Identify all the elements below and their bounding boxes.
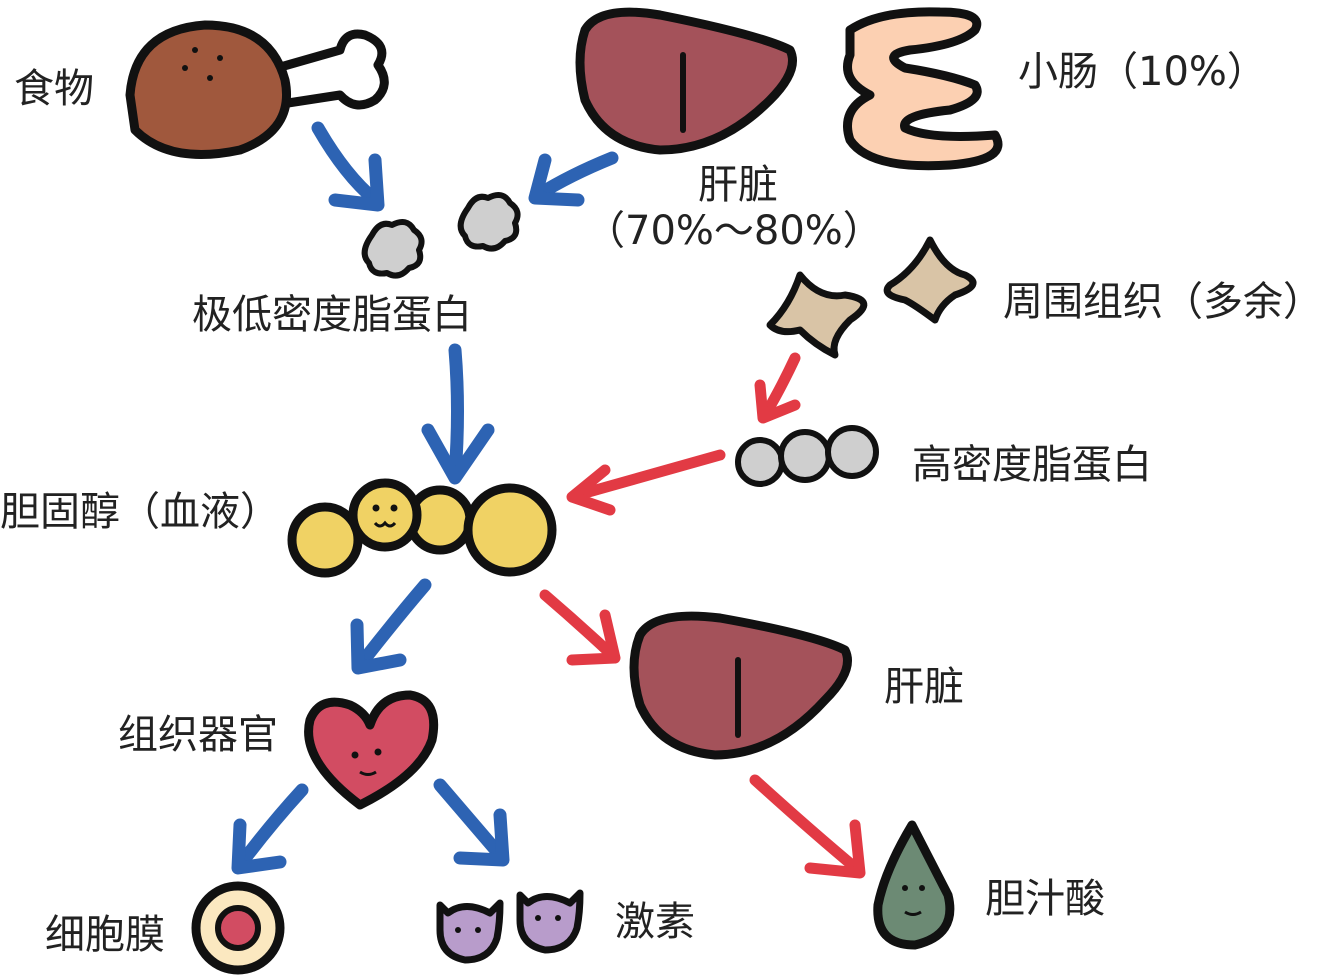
hormone-icon (436, 889, 584, 964)
label-bile-acid: 胆汁酸 (985, 876, 1105, 922)
label-liver-bottom: 肝脏 (884, 664, 964, 710)
label-hdl: 高密度脂蛋白 (912, 442, 1152, 488)
arrow-cholesterol-to-liver (539, 589, 621, 666)
arrow-organs-to-hormones (433, 778, 510, 867)
label-vldl: 极低密度脂蛋白 (192, 292, 472, 338)
label-hormones: 激素 (615, 899, 695, 945)
label-liver-top-percent: （70%～80%） (585, 208, 883, 254)
arrow-liver-to-bile (749, 774, 866, 879)
liver-icon (629, 611, 852, 760)
label-cholesterol-blood: 胆固醇（血液） (0, 489, 280, 535)
drumstick-icon (125, 20, 389, 159)
cell-membrane-icon (191, 881, 285, 975)
arrow-hdl-to-cholesterol (566, 449, 726, 516)
label-food: 食物 (14, 66, 94, 112)
label-small-intestine: 小肠（10%） (1018, 49, 1267, 95)
arrow-organs-to-membrane (231, 783, 309, 875)
arrow-tissue-to-hdl (754, 352, 801, 424)
arrow-food-to-vldl (311, 121, 385, 212)
vldl-particle-icon (361, 191, 521, 279)
label-tissues-organs: 组织器官 (118, 712, 278, 758)
hdl-particle-icon (735, 425, 879, 487)
label-cell-membrane: 细胞膜 (45, 912, 165, 958)
arrow-vldl-to-cholesterol (421, 343, 495, 485)
liver-icon (575, 7, 797, 155)
small-intestine-icon (843, 7, 1003, 171)
bile-drop-icon (873, 820, 955, 950)
tissue-cell-icon (766, 236, 977, 359)
cholesterol-molecule-icon (287, 478, 557, 578)
label-liver-top: 肝脏 (698, 162, 778, 208)
label-peripheral-tissue: 周围组织（多余） (1003, 279, 1321, 325)
heart-icon (304, 690, 439, 810)
arrow-liver-to-vldl (528, 151, 619, 207)
arrow-cholesterol-to-organs (350, 578, 432, 675)
